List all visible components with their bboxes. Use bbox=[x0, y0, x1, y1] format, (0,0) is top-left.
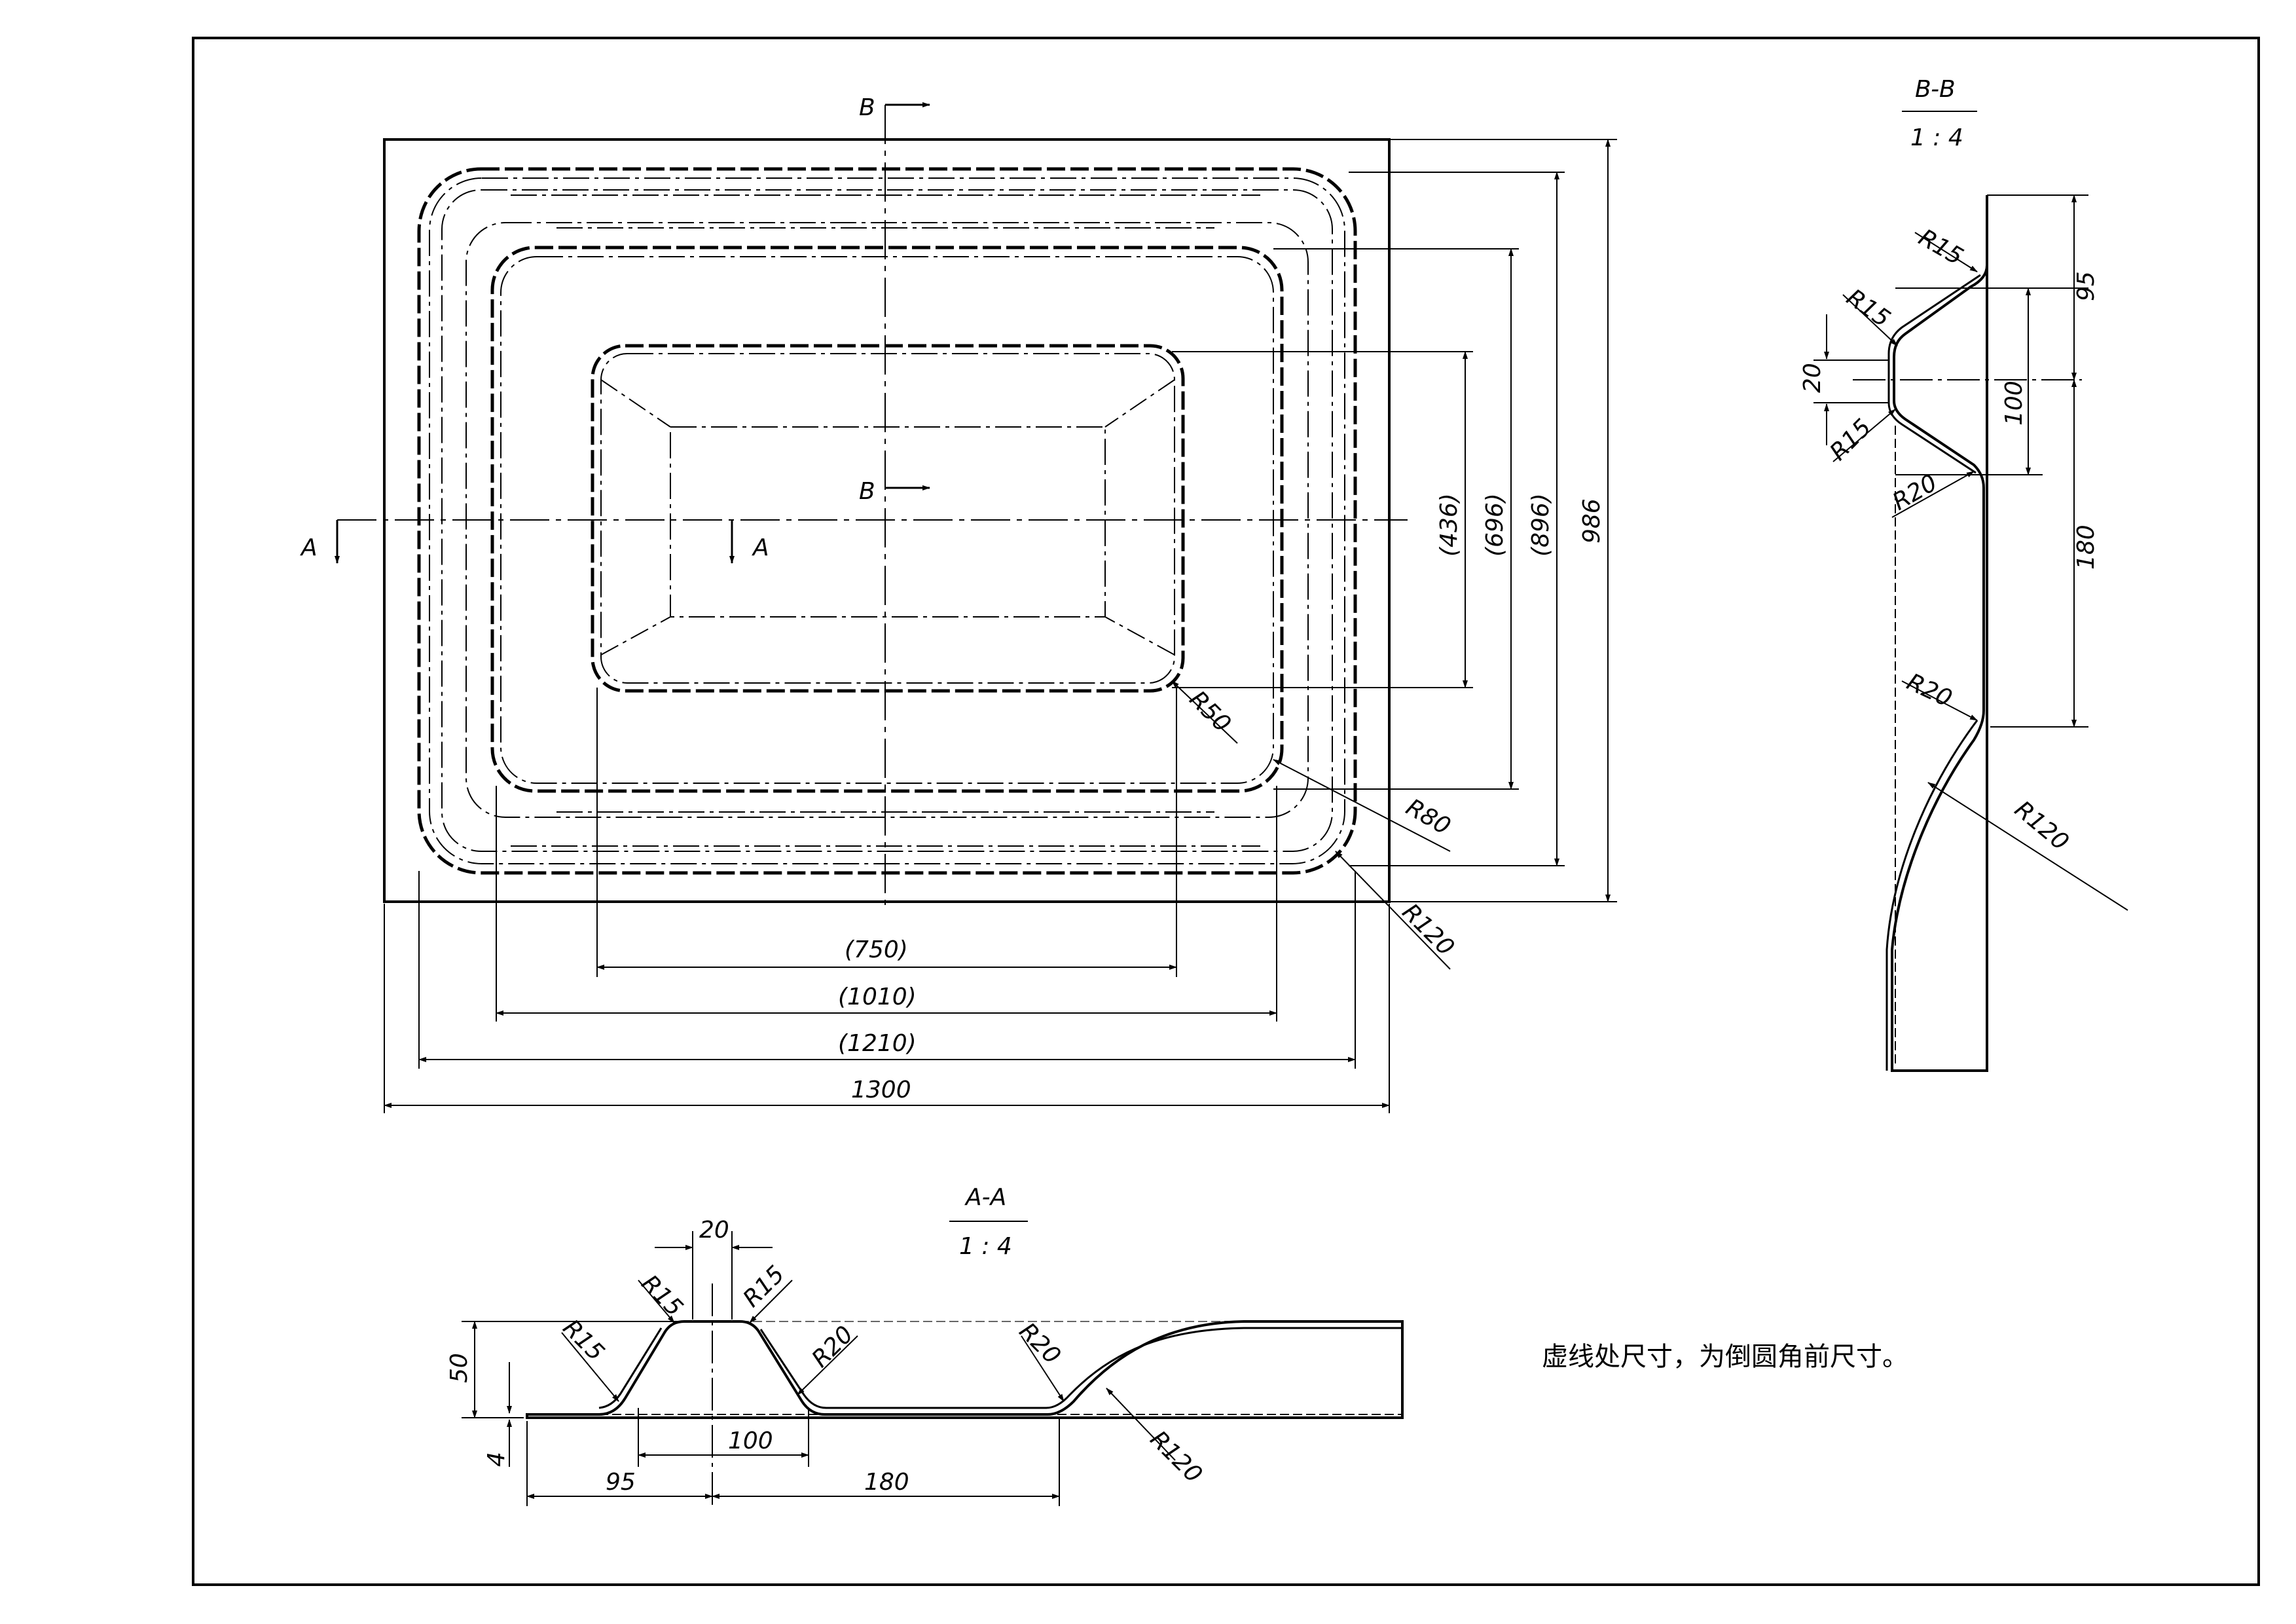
section-label-b-top: B bbox=[859, 94, 875, 121]
section-aa-title: A-A bbox=[964, 1184, 1006, 1211]
bb-dim-100: 100 bbox=[2001, 380, 2028, 426]
dim-r80: R80 bbox=[1402, 794, 1455, 840]
bb-dim-95: 95 bbox=[2073, 271, 2100, 301]
bb-dim-r120: R120 bbox=[2009, 796, 2073, 856]
plan-horizontal-dims bbox=[384, 688, 1390, 1113]
dim-696: (696) bbox=[1482, 493, 1508, 557]
section-aa-scale: 1 : 4 bbox=[959, 1233, 1012, 1260]
section-bb-title: B-B bbox=[1915, 76, 1956, 103]
bb-dim-r15-top: R15 bbox=[1914, 224, 1968, 270]
dim-1300: 1300 bbox=[851, 1077, 911, 1103]
bevel-line-bl bbox=[600, 616, 671, 655]
section-label-a-center: A bbox=[752, 534, 769, 561]
dim-1210: (1210) bbox=[838, 1030, 917, 1057]
dim-986: 986 bbox=[1578, 498, 1605, 544]
aa-dim-r20-a: R20 bbox=[807, 1321, 858, 1373]
dim-896: (896) bbox=[1527, 493, 1554, 557]
drawing-note: 虚线处尺寸，为倒圆角前尺寸。 bbox=[1542, 1342, 1908, 1372]
aa-dim-r20-b: R20 bbox=[1014, 1318, 1066, 1369]
aa-dim-r15-right-top: R15 bbox=[738, 1261, 790, 1312]
bb-dim-r15-low: R15 bbox=[1825, 414, 1876, 466]
section-label-a-left: A bbox=[300, 534, 318, 561]
section-aa-dims bbox=[462, 1231, 1176, 1506]
aa-dim-r15-left-bottom: R15 bbox=[558, 1314, 610, 1366]
aa-dim-95: 95 bbox=[606, 1469, 636, 1496]
bevel-line-tl bbox=[600, 379, 671, 428]
aa-dim-r15-left-top: R15 bbox=[636, 1270, 688, 1321]
dim-r50: R50 bbox=[1184, 686, 1236, 737]
dim-436: (436) bbox=[1436, 493, 1463, 557]
section-markers bbox=[335, 102, 930, 564]
bevel-line-br bbox=[1104, 616, 1175, 655]
section-aa-profile bbox=[526, 1283, 1404, 1506]
aa-dim-4: 4 bbox=[483, 1452, 510, 1467]
section-bb-dims bbox=[1813, 194, 2128, 911]
outer-flange-inner bbox=[429, 177, 1345, 864]
aa-dim-r120: R120 bbox=[1145, 1426, 1207, 1488]
pocket-outline bbox=[591, 344, 1185, 693]
bb-dim-20: 20 bbox=[1799, 363, 1826, 393]
pocket-inner bbox=[600, 353, 1175, 684]
bb-dim-r20-a: R20 bbox=[1888, 470, 1942, 516]
aa-dim-50: 50 bbox=[446, 1353, 473, 1383]
dim-1010: (1010) bbox=[838, 984, 917, 1010]
drawing-border bbox=[192, 37, 2260, 1586]
aa-dim-100: 100 bbox=[728, 1428, 773, 1454]
bb-dim-180: 180 bbox=[2073, 525, 2100, 570]
aa-dim-180: 180 bbox=[864, 1469, 909, 1496]
bevel-line-tr bbox=[1104, 379, 1175, 428]
outer-flange-outline bbox=[417, 167, 1357, 875]
plan-vertical-dims bbox=[1172, 139, 1617, 902]
section-bb-scale: 1 : 4 bbox=[1910, 124, 1963, 151]
bb-dim-r15-mid: R15 bbox=[1842, 284, 1895, 333]
section-bb-profile bbox=[1853, 195, 2082, 1072]
plan-radius-leaders bbox=[1171, 680, 1451, 970]
aa-dim-20: 20 bbox=[699, 1217, 729, 1244]
dim-750: (750) bbox=[845, 936, 908, 963]
pocket-floor bbox=[670, 426, 1106, 618]
dim-r120: R120 bbox=[1397, 898, 1459, 961]
section-label-b-center: B bbox=[859, 478, 875, 505]
plan-view bbox=[337, 105, 1408, 910]
bb-dim-r20-b: R20 bbox=[1903, 669, 1956, 712]
